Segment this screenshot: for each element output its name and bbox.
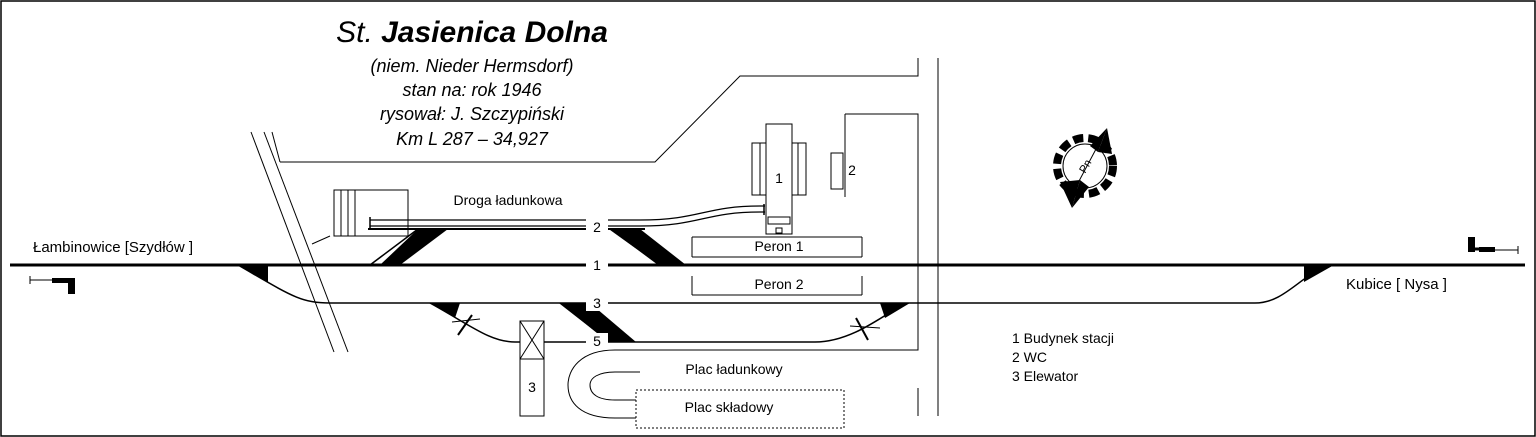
legend-item-elevator: 3 Elewator [1012, 368, 1078, 384]
title-line-km: Km L 287 – 34,927 [396, 129, 549, 149]
track-2-upper-rail [370, 205, 765, 221]
derailer-east-arm [849, 325, 881, 329]
signal-east-head [1479, 247, 1495, 252]
track-3 [237, 264, 1331, 304]
wc-building [830, 152, 844, 190]
track-label-5: 5 [593, 333, 601, 349]
storage-square [635, 389, 845, 429]
direction-east-label: Kubice [ Nysa ] [1346, 276, 1447, 293]
compass-icon: Pn [1053, 128, 1117, 208]
switch-2-west [369, 228, 419, 266]
platform-2-label: Peron 2 [754, 276, 803, 292]
station-building-number: 1 [775, 170, 783, 186]
track-label-1: 1 [593, 257, 601, 273]
legend-item-wc: 2 WC [1012, 349, 1047, 365]
switch-marker [610, 229, 686, 265]
loading-square-label: Plac ładunkowy [685, 361, 782, 377]
title-area-edge [271, 131, 281, 163]
loading-square-loop-inner [589, 371, 640, 401]
switch-marker [560, 303, 636, 342]
platform-1-label: Peron 1 [754, 238, 803, 254]
label-bg [586, 257, 608, 273]
signal-west-head [52, 278, 68, 283]
station-plot-outline [640, 113, 919, 351]
label-bg [586, 295, 608, 311]
signal-east-head [1468, 237, 1475, 252]
station-building [765, 123, 793, 235]
wc-building-number: 2 [848, 162, 856, 178]
label-bg [586, 333, 608, 349]
compass-label: Pn [1077, 158, 1094, 176]
signal-west-head [68, 278, 75, 294]
legend-item-station: 1 Budynek stacji [1012, 330, 1114, 346]
title-line-german-name: (niem. Nieder Hermsdorf) [370, 56, 573, 76]
loading-square-loop-outer [567, 349, 640, 419]
warehouse-spur [311, 235, 331, 245]
track-label-2: 2 [593, 219, 601, 235]
switch-marker [430, 303, 460, 318]
diagram-title: St. Jasienica Dolna [336, 16, 608, 49]
title-line-state: stan na: rok 1946 [402, 80, 542, 100]
road-line-b [263, 131, 349, 353]
elevator-building-number: 3 [528, 379, 536, 395]
switch-marker [380, 229, 448, 265]
loading-road-label: Droga ładunkowa [454, 192, 563, 208]
derailer-west [457, 314, 473, 336]
switch-marker [238, 265, 268, 282]
direction-west-label: Łambinowice [Szydłów ] [33, 239, 193, 256]
track-2-lower-rail [370, 211, 765, 227]
elevator-building-cross [519, 320, 545, 360]
title-area-outline [280, 58, 919, 163]
storage-square-label: Plac składowy [685, 399, 774, 415]
label-bg [586, 219, 608, 235]
derailer-east [855, 317, 869, 341]
switch-marker [1304, 265, 1334, 282]
track-5 [429, 302, 906, 343]
title-line-author: rysował: J. Szczypiński [380, 104, 565, 124]
road-line-a [250, 131, 335, 353]
station-building-detail [775, 227, 783, 234]
derailer-west-arm [451, 318, 481, 323]
track-label-3: 3 [593, 295, 601, 311]
switch-marker [880, 303, 910, 318]
elevator-building [519, 320, 545, 417]
station-building-detail [767, 216, 791, 225]
